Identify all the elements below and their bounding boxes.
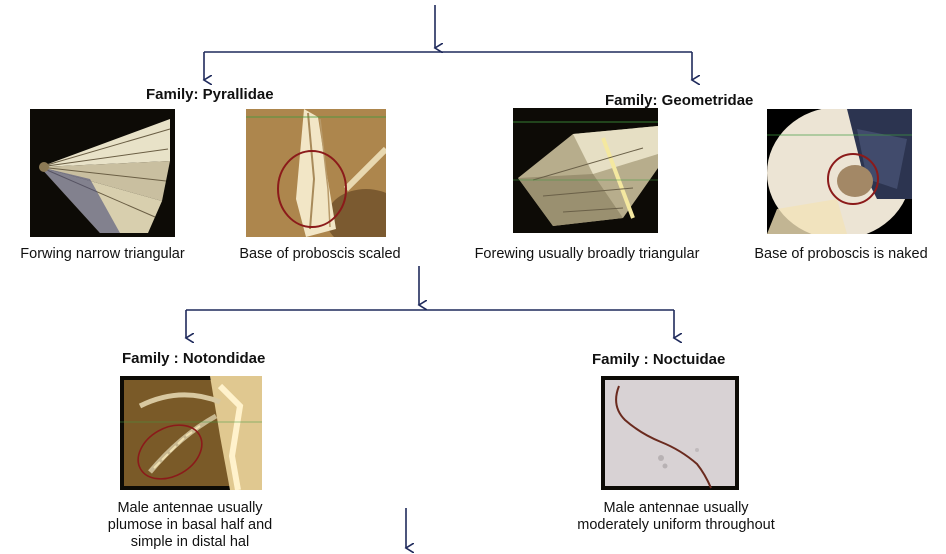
family-label-noctuidae: Family : Noctuidae — [592, 351, 725, 368]
caption-notondidae-line: Male antennae usually — [90, 500, 290, 517]
naked-proboscis-photo — [767, 109, 912, 234]
family-label-geometridae: Family: Geometridae — [605, 92, 753, 109]
caption-notondidae-line: simple in distal hal — [90, 534, 290, 551]
caption-notondidae-line: plumose in basal half and — [90, 517, 290, 534]
uniform-antenna-photo — [601, 376, 739, 490]
caption-proboscis-scaled: Base of proboscis scaled — [226, 246, 414, 263]
plumose-antenna-photo — [120, 376, 262, 490]
caption-forewing-broad: Forewing usually broadly triangular — [446, 246, 728, 263]
caption-forwing-narrow: Forwing narrow triangular — [5, 246, 200, 263]
caption-proboscis-naked: Base of proboscis is naked — [740, 246, 942, 263]
caption-noctuidae-line: Male antennae usually — [566, 500, 786, 517]
broad-forewing-photo — [513, 108, 658, 233]
caption-noctuidae: Male antennae usually moderately uniform… — [566, 500, 786, 534]
scaled-proboscis-photo — [246, 109, 386, 237]
family-label-pyrallidae: Family: Pyrallidae — [146, 86, 274, 103]
family-label-notondidae: Family : Notondidae — [122, 350, 265, 367]
caption-noctuidae-line: moderately uniform throughout — [566, 517, 786, 534]
caption-notondidae: Male antennae usually plumose in basal h… — [90, 500, 290, 551]
narrow-forewing-photo — [30, 109, 175, 237]
